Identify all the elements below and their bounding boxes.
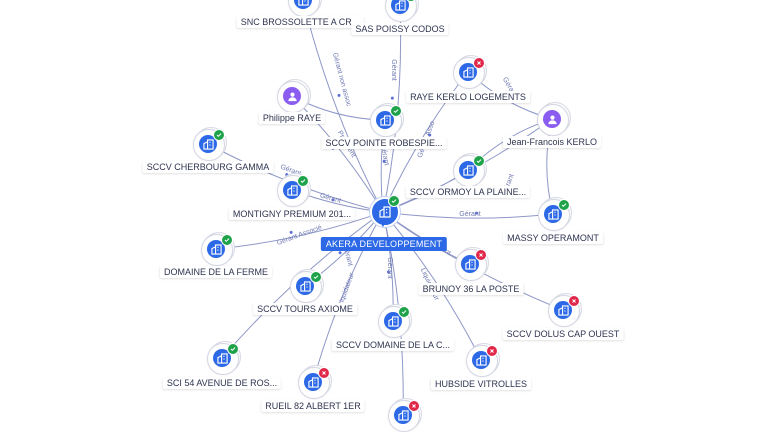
node-label-n4[interactable]: Philippe RAYE — [258, 112, 326, 124]
edge-arrow-n2 — [390, 96, 394, 100]
node-label-n7[interactable]: SCCV CHERBOURG GAMMA — [142, 161, 274, 173]
person-icon — [543, 110, 561, 128]
company-node-n10[interactable] — [538, 197, 572, 231]
edge-n10 — [382, 211, 554, 219]
building-icon — [296, 277, 314, 295]
building-icon — [544, 205, 562, 223]
node-label-n9[interactable]: MONTIGNY PREMIUM 201... — [228, 208, 356, 220]
edge-label-n1: Gérant non assoc — [331, 52, 352, 108]
node-label-n17[interactable]: HUBSIDE VITROLLES — [430, 378, 532, 390]
company-node-n9[interactable] — [277, 173, 311, 207]
company-node-n7[interactable] — [193, 127, 227, 161]
status-ok-icon — [213, 129, 225, 141]
company-node-n5[interactable] — [370, 103, 404, 137]
company-node-n17[interactable] — [466, 343, 500, 377]
edge-label-n5: Gérant — [379, 144, 390, 166]
company-node-n13[interactable] — [290, 269, 324, 303]
building-icon — [199, 135, 217, 153]
node-label-n16[interactable]: SCI 54 AVENUE DE ROS... — [162, 377, 282, 389]
status-ok-icon — [390, 105, 402, 117]
company-node-n16[interactable] — [207, 341, 241, 375]
building-icon — [283, 181, 301, 199]
edge-label-n9c: Gérant — [319, 192, 342, 204]
edge-label-n18: Liquidateur — [337, 271, 356, 307]
company-node-n8[interactable] — [453, 153, 487, 187]
edge-label-n15: Gérant — [386, 257, 393, 278]
node-label-n1[interactable]: SNC BROSSOLETTE A CR... — [236, 16, 364, 28]
status-ok-icon — [473, 155, 485, 167]
node-label-n8[interactable]: SCCV ORMOY LA PLAINE... — [405, 186, 531, 198]
status-closed-icon — [473, 57, 485, 69]
status-ok-icon — [558, 199, 570, 211]
center-company-label[interactable]: AKERA DEVELOPPEMENT — [320, 237, 448, 251]
edge-n11 — [215, 211, 384, 250]
status-closed-icon — [568, 295, 580, 307]
status-ok-icon — [297, 175, 309, 187]
node-label-n5[interactable]: SCCV POINTE ROBESPIE... — [321, 137, 447, 149]
status-ok-icon — [310, 271, 322, 283]
building-icon — [472, 351, 490, 369]
building-icon — [207, 240, 225, 258]
node-label-n13[interactable]: SCCV TOURS AXIOME — [253, 303, 357, 315]
building-icon — [391, 0, 409, 14]
status-closed-icon — [486, 345, 498, 357]
pin-tip — [378, 219, 388, 227]
node-label-n6[interactable]: Jean-Francois KERLO — [502, 136, 602, 148]
person-icon — [283, 87, 301, 105]
edge-arrow-n10 — [475, 211, 478, 215]
node-label-n3[interactable]: RAYE KERLO LOGEMENTS — [406, 91, 530, 103]
status-ok-icon — [388, 195, 400, 207]
status-ok-icon — [398, 306, 410, 318]
status-closed-icon — [318, 367, 330, 379]
edge-arrow-n11 — [289, 230, 293, 234]
node-label-n11[interactable]: DOMAINE DE LA FERME — [159, 266, 273, 278]
company-node-n14[interactable] — [548, 293, 582, 327]
company-node-n11[interactable] — [201, 232, 235, 266]
edge-arrow-n3 — [428, 133, 432, 137]
building-icon — [213, 349, 231, 367]
edge-arrow-n13 — [338, 251, 342, 255]
status-ok-icon — [221, 234, 233, 246]
edge-label-n11: Gérant Associé — [276, 224, 323, 247]
company-node-n15[interactable] — [378, 304, 412, 338]
center-company-node[interactable] — [367, 195, 400, 229]
building-icon — [394, 406, 412, 424]
building-icon — [461, 255, 479, 273]
edge-label-n10: Gérant — [459, 211, 480, 218]
company-node-n12[interactable] — [455, 247, 489, 281]
building-icon — [304, 373, 322, 391]
person-node-n6[interactable] — [537, 102, 571, 136]
company-node-n1[interactable] — [288, 0, 322, 17]
building-icon — [294, 0, 312, 9]
node-label-n12[interactable]: BRUNOY 36 LA POSTE — [418, 283, 524, 295]
status-closed-icon — [408, 400, 420, 412]
building-icon — [554, 301, 572, 319]
company-node-n18[interactable] — [298, 365, 332, 399]
node-label-n10[interactable]: MASSY OPERAMONT — [503, 232, 603, 244]
edge-arrow-n9 — [331, 198, 335, 202]
edge-arrow-n1 — [337, 93, 341, 97]
company-node-n2[interactable] — [385, 0, 419, 22]
person-node-n4[interactable] — [277, 79, 311, 113]
building-icon — [459, 161, 477, 179]
company-node-n3[interactable] — [453, 55, 487, 89]
company-node-n19[interactable] — [388, 398, 422, 432]
building-icon — [384, 312, 402, 330]
status-closed-icon — [475, 249, 487, 261]
node-label-n15[interactable]: SCCV DOMAINE DE LA C... — [331, 339, 455, 351]
building-icon — [459, 63, 477, 81]
edge-arrow-n15 — [387, 270, 390, 274]
node-label-n14[interactable]: SCCV DOLUS CAP OUEST — [502, 328, 624, 340]
status-ok-icon — [227, 343, 239, 355]
node-label-n18[interactable]: RUEIL 82 ALBERT 1ER — [261, 400, 365, 412]
edge-n18 — [312, 211, 384, 383]
node-label-n2[interactable]: SAS POISSY CODOS — [351, 23, 449, 35]
building-icon — [376, 111, 394, 129]
edge-label-n2: Gérant — [390, 59, 397, 80]
edge-arrow-n5 — [382, 159, 386, 163]
